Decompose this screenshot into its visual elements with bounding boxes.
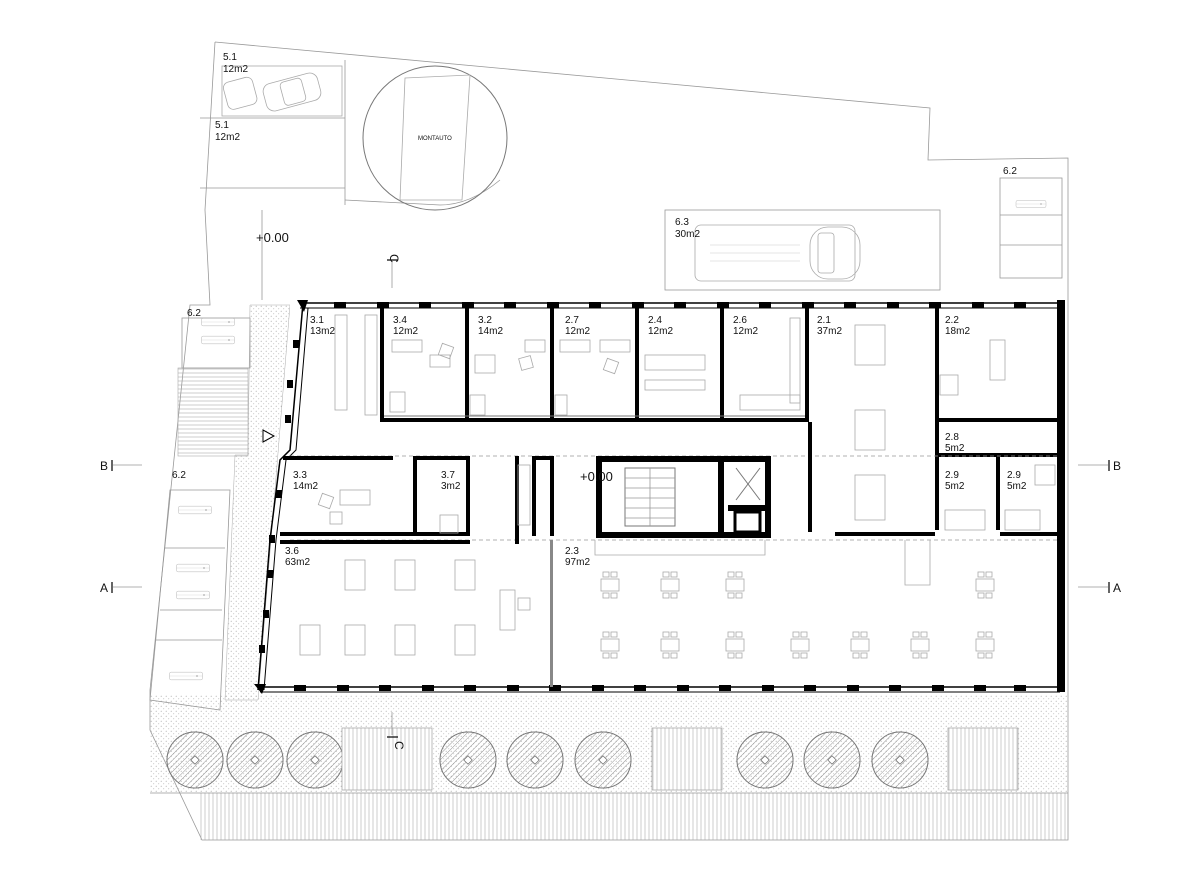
room-code-2-9b: 2.9 bbox=[1007, 470, 1021, 481]
room-area-3-6: 63m2 bbox=[285, 557, 310, 568]
trees bbox=[166, 727, 1019, 791]
room-area-2-9a: 5m2 bbox=[945, 481, 965, 492]
room-area-5-1a: 12m2 bbox=[223, 64, 248, 75]
section-b-left: B bbox=[100, 459, 108, 473]
car-lift bbox=[362, 65, 508, 211]
montauto-label: MONTAUTO bbox=[418, 136, 452, 142]
room-area-2-9b: 5m2 bbox=[1007, 481, 1027, 492]
room-area-2-8: 5m2 bbox=[945, 443, 965, 454]
section-c-bottom: C bbox=[392, 741, 406, 750]
room-code-2-7: 2.7 bbox=[565, 315, 579, 326]
room-code-2-1: 2.1 bbox=[817, 315, 831, 326]
room-area-2-6: 12m2 bbox=[733, 326, 758, 337]
furniture bbox=[299, 314, 1056, 659]
building bbox=[254, 300, 1065, 694]
section-b-right: B bbox=[1113, 459, 1121, 473]
room-area-6-3: 30m2 bbox=[675, 229, 700, 240]
room-code-3-4: 3.4 bbox=[393, 315, 407, 326]
room-labels: 5.1 12m2 5.1 12m2 MONTAUTO 6.2 6.3 30m2 … bbox=[172, 52, 1027, 568]
room-code-3-3: 3.3 bbox=[293, 470, 307, 481]
room-code-3-7: 3.7 bbox=[441, 470, 455, 481]
bike-parking-upper bbox=[177, 317, 251, 457]
room-code-2-2: 2.2 bbox=[945, 315, 959, 326]
room-code-6-3: 6.3 bbox=[675, 217, 689, 228]
room-code-3-2: 3.2 bbox=[478, 315, 492, 326]
room-code-6-2a: 6.2 bbox=[1003, 166, 1017, 177]
room-code-5-1a: 5.1 bbox=[223, 52, 237, 63]
stairs bbox=[624, 467, 676, 527]
section-a-left: A bbox=[100, 581, 108, 595]
room-code-2-4: 2.4 bbox=[648, 315, 662, 326]
room-code-6-2b: 6.2 bbox=[187, 308, 201, 319]
room-area-2-4: 12m2 bbox=[648, 326, 673, 337]
room-area-3-2: 14m2 bbox=[478, 326, 503, 337]
room-code-3-6: 3.6 bbox=[285, 546, 299, 557]
bike-parking-lower bbox=[149, 489, 231, 711]
parking-6-2-right bbox=[999, 177, 1063, 279]
room-area-3-7: 3m2 bbox=[441, 481, 461, 492]
room-code-2-8: 2.8 bbox=[945, 432, 959, 443]
room-area-5-1b: 12m2 bbox=[215, 132, 240, 143]
room-code-5-1b: 5.1 bbox=[215, 120, 229, 131]
room-area-2-3: 97m2 bbox=[565, 557, 590, 568]
level-outside: +0.00 bbox=[256, 230, 289, 245]
room-code-2-9a: 2.9 bbox=[945, 470, 959, 481]
section-a-right: A bbox=[1113, 581, 1121, 595]
parking-5-1 bbox=[221, 65, 343, 117]
room-code-2-6: 2.6 bbox=[733, 315, 747, 326]
entrance-arrow-icon bbox=[262, 429, 276, 443]
level-inside: +0.00 bbox=[580, 469, 613, 484]
room-code-2-3: 2.3 bbox=[565, 546, 579, 557]
room-area-2-7: 12m2 bbox=[565, 326, 590, 337]
room-code-6-2c: 6.2 bbox=[172, 470, 186, 481]
room-area-3-1: 13m2 bbox=[310, 326, 335, 337]
room-area-2-1: 37m2 bbox=[817, 326, 842, 337]
room-area-2-2: 18m2 bbox=[945, 326, 970, 337]
section-c-top: C bbox=[387, 254, 401, 263]
room-area-3-3: 14m2 bbox=[293, 481, 318, 492]
parking-6-3 bbox=[664, 209, 941, 291]
room-area-3-4: 12m2 bbox=[393, 326, 418, 337]
section-markers: B B A A C C bbox=[100, 254, 1121, 750]
room-code-3-1: 3.1 bbox=[310, 315, 324, 326]
